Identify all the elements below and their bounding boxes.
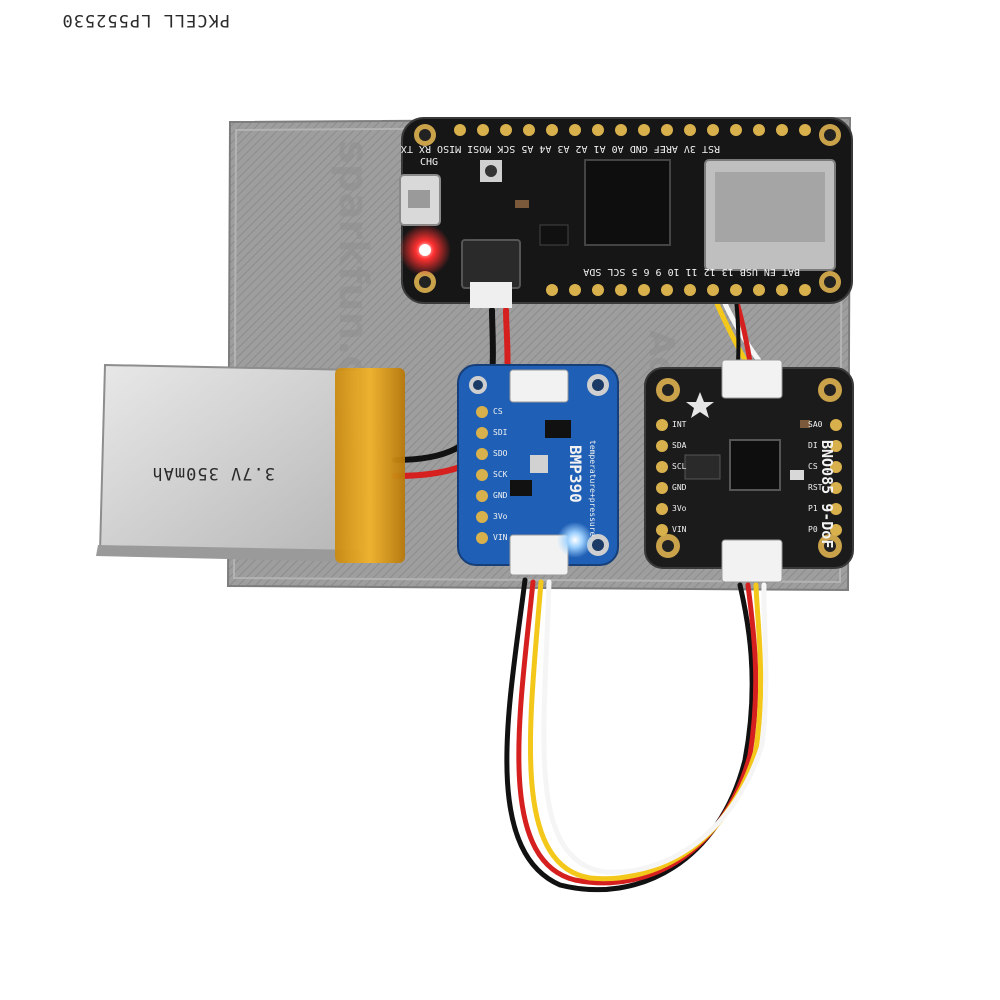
imu-stemma-top [721, 359, 783, 399]
bmp-pin-column [476, 406, 488, 544]
feather-mcu-chip [584, 159, 671, 246]
wire-loop-yellow [527, 579, 764, 882]
bmp-sensor-chip [530, 455, 548, 473]
imu-right-pins [830, 419, 842, 536]
imu-right-pin-labels: P0 P1 RST CS DI SA0 [808, 420, 823, 534]
imu-left-label-2: GND [672, 483, 687, 492]
imu-right-label-2: RST [808, 483, 823, 492]
feather-top-silk: RST 3V AREF GND A0 A1 A2 A3 A4 A5 SCK MO… [401, 143, 720, 154]
bmp-pin-label-6: CS [493, 407, 503, 416]
bno085-board: BNO085 9-DoF VIN 3Vo GND SCL SDA INT P0 … [644, 359, 854, 583]
imu-left-pin-labels: VIN 3Vo GND SCL SDA INT [672, 420, 687, 534]
imu-left-label-3: SCL [672, 462, 687, 471]
bmp-pin-label-5: SDI [493, 428, 508, 437]
bmp390-board: BMP390 temperature+pressure VIN 3Vo GND … [457, 364, 619, 576]
imu-title: BNO085 9-DoF [818, 440, 836, 548]
wire-loop-red [516, 579, 759, 886]
bmp-subtitle: temperature+pressure [588, 440, 597, 537]
imu-left-label-4: SDA [672, 441, 687, 450]
bmp-title: BMP390 [566, 445, 585, 503]
feather-chg-silk: CHG [420, 157, 438, 168]
battery-kapton-tape [335, 368, 405, 563]
imu-right-label-5: SA0 [808, 420, 823, 429]
imu-left-label-0: VIN [672, 525, 687, 534]
bmp-stemma-top [509, 369, 569, 403]
feather-board: RST 3V AREF GND A0 A1 A2 A3 A4 A5 SCK MO… [399, 117, 853, 308]
feather-bottom-pins [546, 284, 811, 296]
imu-main-chip [729, 439, 781, 491]
battery-jst-connector [461, 239, 521, 289]
battery-label-line2: 3.7V 350mAh [151, 463, 275, 483]
imu-stemma-bottom [721, 539, 783, 583]
bmp-pin-label-1: 3Vo [493, 512, 508, 521]
lipo-battery: PKCELL LP552530 3.7V 350mAh [61, 10, 405, 563]
bmp-pin-label-0: VIN [493, 533, 508, 542]
imu-right-label-0: P0 [808, 525, 818, 534]
imu-right-label-1: P1 [808, 504, 818, 513]
battery-label-line1: PKCELL LP552530 [61, 10, 230, 30]
imu-right-label-3: CS [808, 462, 818, 471]
imu-logo-icon [686, 392, 714, 418]
imu-left-pins [656, 419, 668, 536]
bmp-power-led [557, 522, 593, 558]
wire-loop-black [504, 577, 755, 893]
bmp-pin-label-3: SCK [493, 470, 508, 479]
bmp-pin-labels: VIN 3Vo GND SCK SDO SDI CS [493, 407, 508, 542]
imu-left-label-1: 3Vo [672, 504, 687, 513]
bmp-pin-label-2: GND [493, 491, 508, 500]
imu-right-label-4: DI [808, 441, 818, 450]
imu-left-label-5: INT [672, 420, 687, 429]
feather-bottom-silk: BAT EN USB 13 12 11 10 9 6 5 SCL SDA [583, 266, 800, 277]
wire-loop-white [541, 579, 769, 875]
feather-top-pins [454, 124, 811, 136]
bmp-pin-label-4: SDO [493, 449, 508, 458]
